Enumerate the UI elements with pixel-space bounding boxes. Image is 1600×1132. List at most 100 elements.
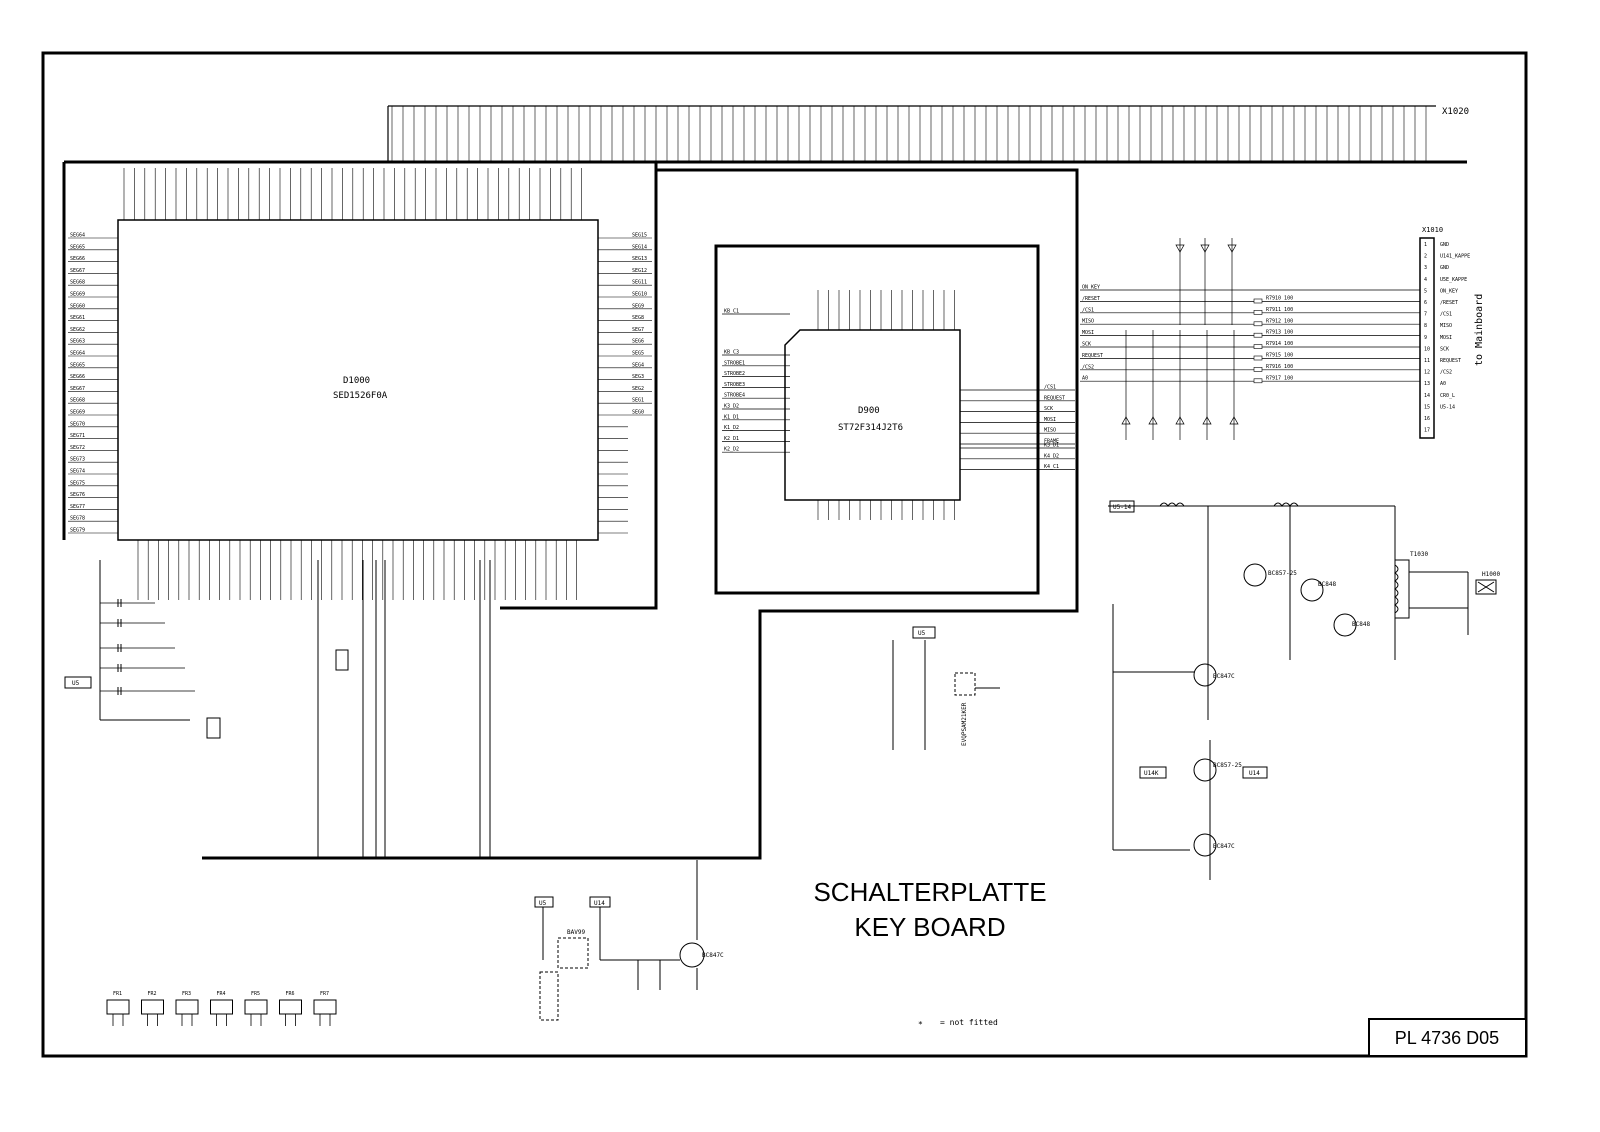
bus-signal-label: A0 <box>1082 376 1088 382</box>
q-v903 <box>679 942 705 968</box>
d1000-left-pin-label: SEG75 <box>70 480 85 486</box>
d1000-right-pin-label: SEG14 <box>632 244 647 250</box>
d1000-right-pin-label: SEG11 <box>632 280 647 286</box>
v902-label: BAV99 <box>567 929 585 936</box>
d1000-left-pin-label: SEG72 <box>70 445 85 451</box>
x1010-pin-label: GND <box>1440 265 1449 271</box>
x1010-pin-number: 5 <box>1424 288 1427 294</box>
u14-bottom-label: U14 <box>594 900 605 907</box>
x1020-label: X1020 <box>1442 107 1469 117</box>
switch-evq: U5 EVQPSAM21KER <box>892 626 1000 750</box>
u5-switch-label: U5 <box>918 630 926 637</box>
d1000-left-pin-label: SEG73 <box>70 457 85 463</box>
d1000-left-pin-label: SEG66 <box>70 256 85 262</box>
key-switch-icon <box>210 999 233 1015</box>
d900-left-pin-label: K3_D2 <box>724 404 739 410</box>
bus-resistor <box>1253 378 1263 384</box>
fr-label: FR2 <box>148 991 157 997</box>
bus-signal-label: SCK <box>1082 342 1091 348</box>
bus-resistor-label: R7912 100 <box>1266 318 1293 324</box>
zener-diodes <box>1121 238 1239 440</box>
x1010-pin-number: 9 <box>1424 335 1427 341</box>
d1000-left-pin-label: SEG65 <box>70 244 85 250</box>
box-u5-14 <box>1109 500 1135 513</box>
d900-right-pin-label: K4_D2 <box>1044 453 1059 459</box>
d1000-left-pin-label: SEG63 <box>70 339 85 345</box>
x1010-label: X1010 <box>1422 226 1443 234</box>
d1000-left-pin-label: SEG64 <box>70 351 85 357</box>
bus-signal-label: /CS2 <box>1082 364 1094 370</box>
d900-right-pin-label: K4_C1 <box>1044 464 1059 470</box>
bus-resistor <box>1253 367 1263 372</box>
u5-bottom-label: U5 <box>539 900 547 907</box>
d1000-left-pin-label: SEG76 <box>70 492 85 498</box>
x1010-pin-number: 10 <box>1424 346 1430 352</box>
d1000-right-pin-label: SEG13 <box>632 256 647 262</box>
d900-left-pin-label: K2_D1 <box>724 436 739 442</box>
box-u5-bottom <box>534 896 554 908</box>
v903-label: BC847C <box>702 952 724 959</box>
lamp-h1000 <box>1475 579 1497 595</box>
fr-label: FR7 <box>320 991 329 997</box>
note-symbol: * <box>918 1020 923 1029</box>
d1000-left-pin-label: SEG69 <box>70 292 85 298</box>
d900-ref: D900 <box>858 406 880 416</box>
x1010-pin-label: CR0_L <box>1440 393 1455 399</box>
d1000-left-pin-label: SEG79 <box>70 528 85 534</box>
d1000-right-pin-label: SEG6 <box>632 339 644 345</box>
q-v1031 <box>1300 578 1324 602</box>
zener-icon <box>1200 244 1210 253</box>
d900-left-pin-label: K2_D2 <box>724 447 739 453</box>
d900-right-pin-label: MISO <box>1044 428 1056 434</box>
d900-left-pin-label: STROBE1 <box>724 360 745 366</box>
power-circuit: BC857-25 BC848 BC848 BC847C BC857-25 BC8… <box>1108 500 1500 880</box>
zener-icon <box>1175 416 1185 425</box>
key-switch-icon <box>313 999 337 1015</box>
x1010-pin-label: A0 <box>1440 381 1446 387</box>
x1010-pin-label: U5-14 <box>1440 404 1455 410</box>
d1000-right-pin-label: SEG10 <box>632 292 647 298</box>
d1000-right-pin-label: SEG8 <box>632 315 644 321</box>
note-text: = not fitted <box>940 1018 998 1027</box>
d1000-right-pin-label: SEG15 <box>632 233 647 239</box>
key-switch-icon <box>279 999 302 1015</box>
d1000-right-pin-label: SEG9 <box>632 303 644 309</box>
d900-left-pin-label: KB_C3 <box>724 350 739 356</box>
bus-signal-label: MOSI <box>1082 330 1094 336</box>
bus-resistor-label: R7916 100 <box>1266 364 1293 370</box>
d1000-left-pin-label: SEG62 <box>70 327 85 333</box>
d1000-left-pin-label: SEG64 <box>70 233 85 239</box>
u5-14-label: U5-14 <box>1113 504 1131 511</box>
u14-label: U14 <box>1249 770 1260 777</box>
box-u14 <box>1242 766 1268 779</box>
bus-signal-label: ON_KEY <box>1082 285 1100 291</box>
box-u5-switch <box>912 626 936 639</box>
bus-signal-label: /RESET <box>1082 296 1100 302</box>
v2737-label: BC847C <box>1213 843 1235 850</box>
q-v1035 <box>1193 663 1217 687</box>
d1000-left-pin-label: SEG67 <box>70 268 85 274</box>
x1010-pin-label: REQUEST <box>1440 358 1461 364</box>
bus-resistor <box>1253 321 1263 327</box>
d1000-right-pin-label: SEG5 <box>632 351 644 357</box>
bus-resistor-label: R7910 100 <box>1266 296 1293 302</box>
d1000-left-pin-label: SEG74 <box>70 469 85 475</box>
x1010-pin-label: GND <box>1440 242 1449 248</box>
v1034-label: BC857-25 <box>1268 570 1297 577</box>
x1010-pin-number: 12 <box>1424 370 1430 376</box>
d1000-left-pin-label: SEG68 <box>70 280 85 286</box>
bus-resistor <box>1253 344 1263 349</box>
key-switch-icon <box>141 999 164 1015</box>
x1010-pin-label: MISO <box>1440 323 1452 329</box>
x1010-pin-label: ON_KEY <box>1440 288 1458 294</box>
v1032-label: BC848 <box>1352 621 1370 628</box>
x1010-pin-label: /CS2 <box>1440 370 1452 376</box>
bias-network: U5 <box>64 560 491 858</box>
d1000-right-pin-label: SEG2 <box>632 386 644 392</box>
zener-icon <box>1148 416 1158 425</box>
title-line1: SCHALTERPLATTE <box>813 877 1046 907</box>
d900-right-pin-label: SCK <box>1044 406 1053 412</box>
x1010-pin-number: 13 <box>1424 381 1430 387</box>
bus-signal-label: REQUEST <box>1082 353 1103 359</box>
